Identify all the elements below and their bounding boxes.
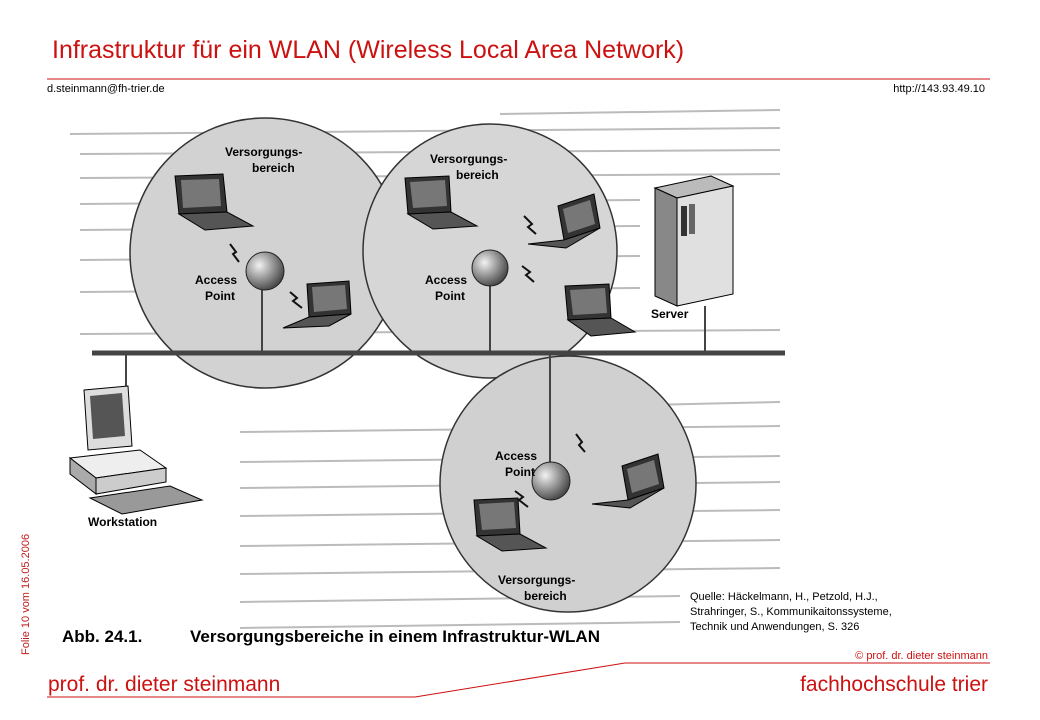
copyright-notice: © prof. dr. dieter steinmann <box>855 650 988 662</box>
figure-caption-number: Abb. 24.1. <box>62 627 142 646</box>
author-email: d.steinmann@fh-trier.de <box>47 83 165 95</box>
access-point-label: Point <box>505 465 535 479</box>
coverage-label: bereich <box>456 168 499 182</box>
coverage-label: Versorgungs- <box>225 145 302 159</box>
server-icon <box>653 175 735 307</box>
figure-caption-text: Versorgungsbereiche in einem Infrastrukt… <box>190 627 600 646</box>
laptop-icon <box>564 283 637 337</box>
laptop-icon <box>404 175 479 230</box>
footer-author: prof. dr. dieter steinmann <box>48 673 281 696</box>
laptop-icon <box>174 173 255 231</box>
laptop-icon <box>282 280 352 329</box>
author-url: http://143.93.49.10 <box>893 83 985 95</box>
radio-signal-icon <box>229 215 586 508</box>
source-line: Technik und Anwendungen, S. 326 <box>690 621 860 633</box>
access-point-label: Access <box>195 273 237 287</box>
coverage-label: bereich <box>252 161 295 175</box>
laptop-icon <box>591 453 665 509</box>
workstation-icon <box>68 385 204 515</box>
laptop-icon <box>473 497 548 552</box>
access-point-icon <box>245 251 285 291</box>
access-point-label: Access <box>495 449 537 463</box>
coverage-label: bereich <box>524 589 567 603</box>
access-point-icon <box>471 249 509 287</box>
laptop-icon <box>527 193 601 249</box>
coverage-label: Versorgungs- <box>498 573 575 587</box>
source-line: Strahringer, S., Kommunikaitonssysteme, <box>690 606 892 618</box>
coverage-label: Versorgungs- <box>430 152 507 166</box>
source-citation: Quelle: Häckelmann, H., Petzold, H.J., S… <box>690 590 960 635</box>
access-point-label: Point <box>205 289 235 303</box>
footer-school: fachhochschule trier <box>800 673 988 696</box>
access-point-label: Access <box>425 273 467 287</box>
slide-date-label: Folie 10 vom 16.05.2006 <box>20 533 32 655</box>
source-line: Quelle: Häckelmann, H., Petzold, H.J., <box>690 591 878 603</box>
server-label: Server <box>651 307 689 321</box>
slide-title: Infrastruktur für ein WLAN (Wireless Loc… <box>52 36 685 64</box>
access-point-icon <box>531 461 571 501</box>
wlan-figure: Versorgungs- bereich Versorgungs- bereic… <box>40 96 790 656</box>
access-point-label: Point <box>435 289 465 303</box>
workstation-label: Workstation <box>88 515 157 529</box>
